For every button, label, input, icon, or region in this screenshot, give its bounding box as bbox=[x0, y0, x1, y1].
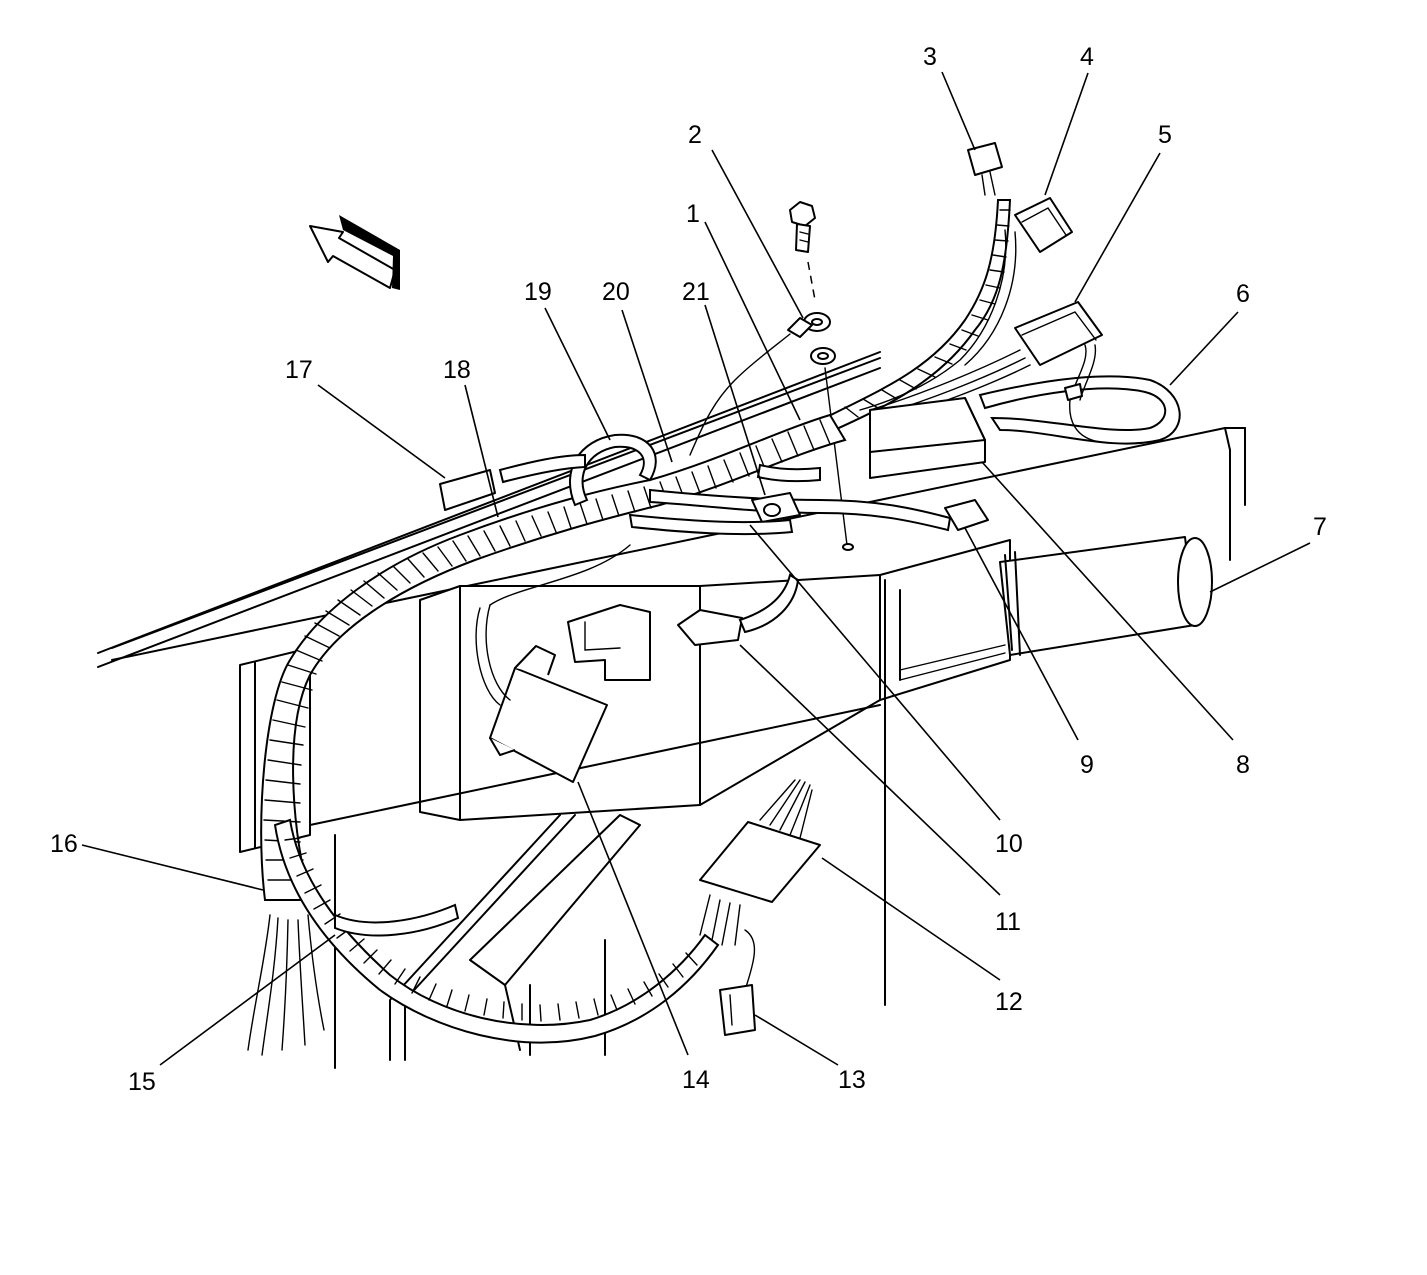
lower-harness-loop bbox=[273, 779, 821, 1044]
upper-branches bbox=[439, 433, 989, 536]
callout-13: 13 bbox=[838, 1066, 866, 1094]
bracket-connector bbox=[567, 573, 800, 681]
callout-21: 21 bbox=[682, 278, 710, 306]
callout-3: 3 bbox=[923, 43, 937, 71]
callout-7: 7 bbox=[1313, 513, 1327, 541]
callout-8: 8 bbox=[1236, 751, 1250, 779]
callout-1: 1 bbox=[686, 200, 700, 228]
callout-12: 12 bbox=[995, 988, 1023, 1016]
pipe bbox=[899, 536, 1213, 681]
upper-harness-branch bbox=[823, 142, 1103, 434]
callout-5: 5 bbox=[1158, 121, 1172, 149]
callout-14: 14 bbox=[682, 1066, 710, 1094]
relay-box bbox=[869, 344, 1181, 479]
ground-eyelet bbox=[689, 317, 813, 456]
callout-17: 17 bbox=[285, 356, 313, 384]
bolt bbox=[789, 201, 854, 551]
callout-9: 9 bbox=[1080, 751, 1094, 779]
callout-18: 18 bbox=[443, 356, 471, 384]
callout-15: 15 bbox=[128, 1068, 156, 1096]
callout-2: 2 bbox=[688, 121, 702, 149]
callout-20: 20 bbox=[602, 278, 630, 306]
callout-16: 16 bbox=[50, 830, 78, 858]
forward-arrow-icon bbox=[309, 215, 400, 290]
callout-19: 19 bbox=[524, 278, 552, 306]
callouts: 1 2 3 4 5 6 7 8 9 10 11 12 13 14 15 16 1… bbox=[50, 43, 1327, 1096]
module bbox=[475, 544, 631, 783]
callout-10: 10 bbox=[995, 830, 1023, 858]
callout-11: 11 bbox=[995, 908, 1021, 936]
callout-6: 6 bbox=[1236, 280, 1250, 308]
callout-4: 4 bbox=[1080, 43, 1094, 71]
leader-lines bbox=[81, 71, 1311, 1066]
